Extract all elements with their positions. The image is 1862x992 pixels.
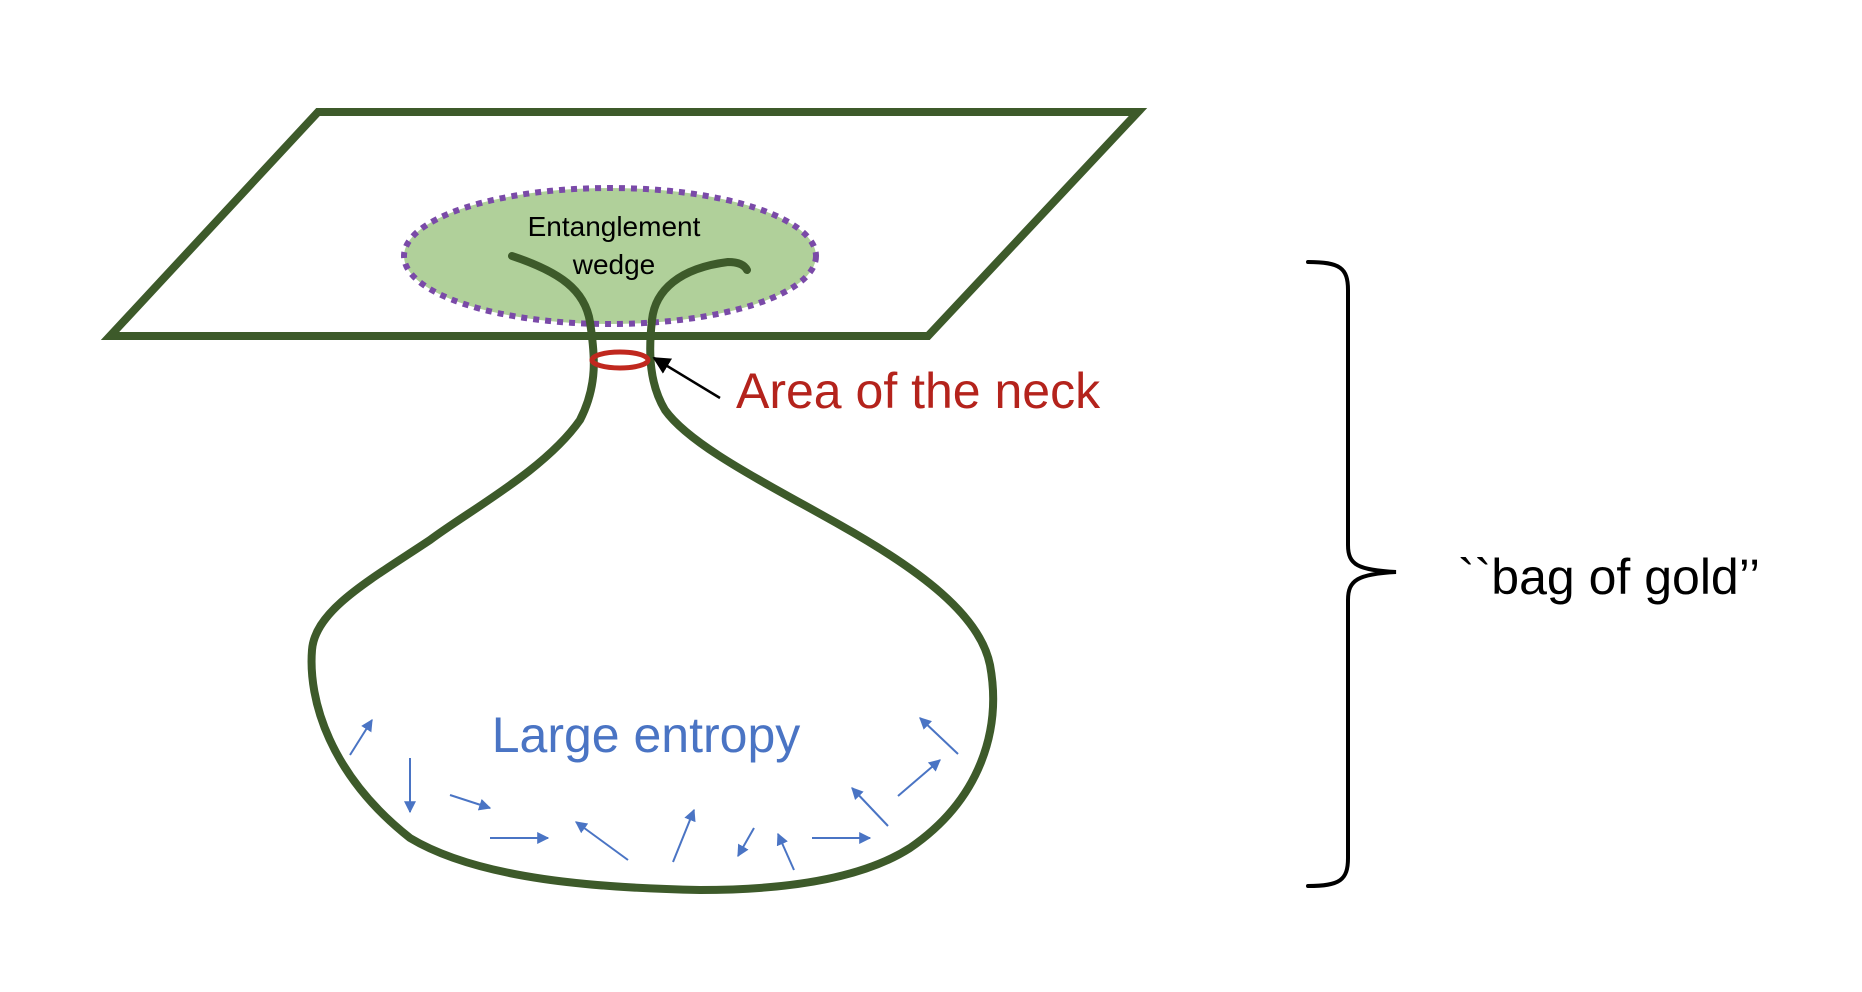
boundary-plane	[100, 108, 1148, 340]
wedge-label-line2: wedge	[572, 249, 656, 280]
entropy-arrow	[449, 794, 492, 811]
curly-brace	[1306, 260, 1397, 888]
wedge-label-line1: Entanglement	[528, 211, 701, 242]
neck-label: Area of the neck	[736, 363, 1101, 419]
entropy-arrow	[851, 787, 889, 827]
entropy-arrow	[897, 759, 941, 797]
neck-ring	[589, 349, 651, 371]
neck-pointer-arrow	[652, 356, 721, 400]
entropy-arrow	[672, 808, 696, 863]
entropy-arrow	[776, 832, 795, 871]
entanglement-wedge-region	[401, 185, 819, 327]
entropy-arrow	[575, 821, 629, 861]
bag-of-gold-label: ``bag of gold’’	[1458, 549, 1760, 605]
entropy-arrow	[349, 718, 373, 756]
bag-outline	[307, 252, 998, 894]
entropy-arrows	[349, 717, 959, 871]
entropy-arrow	[919, 717, 959, 755]
entropy-label: Large entropy	[492, 707, 801, 763]
entropy-arrow	[737, 827, 755, 858]
